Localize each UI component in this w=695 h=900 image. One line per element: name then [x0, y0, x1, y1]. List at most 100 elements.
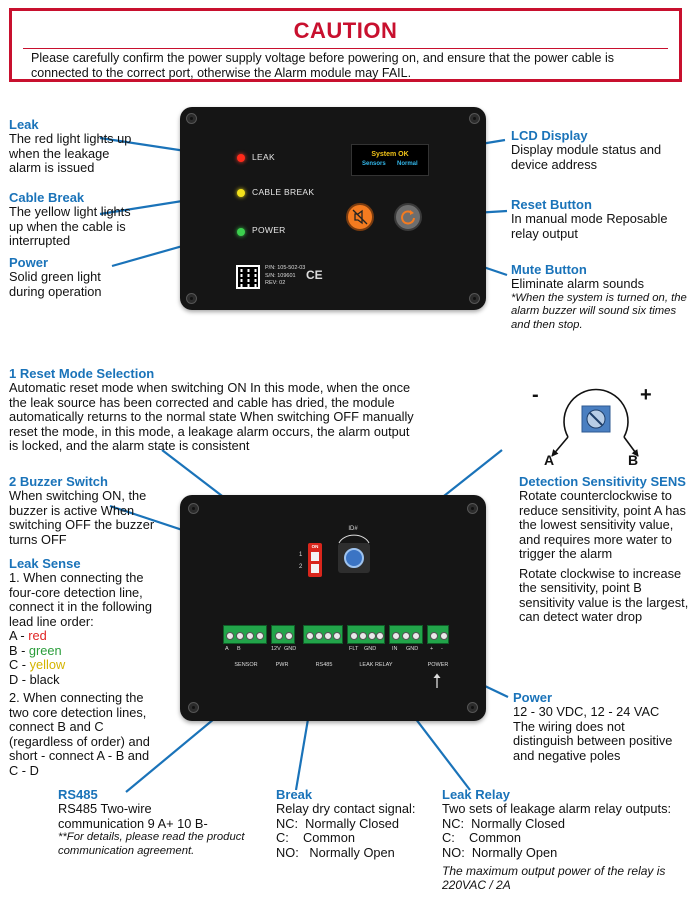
mute-text: Eliminate alarm sounds: [511, 276, 645, 291]
callout-sensitivity: Detection Sensitivity SENS Rotate counte…: [519, 474, 689, 625]
screw: [186, 113, 197, 124]
screw: [467, 702, 478, 713]
cable-break-led-label: CABLE BREAK: [252, 187, 315, 197]
group-label-leak-relay: LEAK RELAY: [359, 662, 393, 668]
power-led-title: Power: [9, 255, 49, 270]
callout-lcd: LCD Display Display module status and de…: [511, 128, 686, 172]
knob-plus: +: [640, 384, 652, 406]
mute-title: Mute Button: [511, 262, 587, 277]
terminal-power: [427, 625, 449, 644]
mute-button[interactable]: [346, 203, 374, 231]
power-led-text: Solid green light during operation: [9, 269, 102, 299]
terminal-screw[interactable]: [412, 632, 420, 640]
cable-break-led: [237, 189, 245, 197]
pin-label: FLT: [349, 646, 359, 652]
wire-a: A - red: [9, 628, 47, 643]
leak-relay-text: Two sets of leakage alarm relay outputs:: [442, 801, 672, 816]
group-label-power: POWER: [427, 662, 449, 668]
rs485-title: RS485: [58, 787, 98, 802]
terminal-screw[interactable]: [275, 632, 283, 640]
leak-sense-text2: 2. When connecting the two core detectio…: [9, 690, 150, 778]
arrow-b: [623, 436, 639, 457]
pin-label: +: [430, 646, 434, 652]
knob-a: A: [544, 452, 555, 468]
leak-led: [237, 154, 245, 162]
terminal-screw[interactable]: [226, 632, 234, 640]
serial-number: S/N: 109601: [265, 272, 296, 279]
terminal-screw[interactable]: [306, 632, 314, 640]
leak-relay-no: NO: Normally Open: [442, 844, 558, 860]
callout-rs485: RS485 RS485 Two-wire communication 9 A+ …: [58, 787, 258, 858]
terminal-screw[interactable]: [359, 632, 367, 640]
break-nc: NC: Normally Closed: [276, 815, 400, 831]
terminal-screw[interactable]: [246, 632, 254, 640]
callout-reset-mode: 1 Reset Mode Selection Automatic reset m…: [9, 366, 419, 454]
callout-cable-break: Cable Break The yellow light lights up w…: [9, 190, 139, 249]
reset-title: Reset Button: [511, 197, 592, 212]
id-label: ID#: [348, 526, 358, 532]
dip-switch[interactable]: ON: [308, 543, 322, 577]
lcd-text: Display module status and device address: [511, 142, 662, 172]
knob-minus: -: [532, 384, 539, 406]
terminal-screw[interactable]: [256, 632, 264, 640]
rs485-note: **For details, please read the product c…: [58, 831, 245, 857]
reset-mode-text: Automatic reset mode when switching ON I…: [9, 380, 414, 453]
back-panel: ON 1 2 ID#: [180, 495, 486, 721]
group-label-sensor: SENSOR: [234, 662, 258, 668]
screw: [469, 293, 480, 304]
dial-slot: [589, 412, 603, 426]
pin-label: -: [441, 646, 443, 652]
terminal-screw[interactable]: [430, 632, 438, 640]
callout-leak-sense: Leak Sense 1. When connecting the four-c…: [9, 556, 159, 778]
lcd-title: LCD Display: [511, 128, 588, 143]
terminal-screw[interactable]: [392, 632, 400, 640]
cable-break-text: The yellow light lights up when the cabl…: [9, 204, 131, 248]
caution-box: CAUTION Please carefully confirm the pow…: [9, 8, 682, 82]
terminal-screw[interactable]: [285, 632, 293, 640]
power-input-title: Power: [513, 690, 553, 705]
screw: [188, 503, 199, 514]
rs485-text: RS485 Two-wire communication 9 A+ 10 B-: [58, 801, 208, 831]
terminal-screw[interactable]: [440, 632, 448, 640]
terminal-screw[interactable]: [368, 632, 376, 640]
break-no: NO: Normally Open: [276, 844, 395, 860]
callout-mute: Mute Button Eliminate alarm sounds *When…: [511, 262, 691, 332]
leak-title: Leak: [9, 117, 39, 132]
lcd-normal: Normal: [397, 161, 418, 167]
buzzer-title: 2 Buzzer Switch: [9, 474, 108, 489]
terminal-block: [223, 625, 449, 644]
reset-text: In manual mode Reposable relay output: [511, 211, 668, 241]
terminal-pwr: [271, 625, 295, 644]
callout-reset: Reset Button In manual mode Reposable re…: [511, 197, 686, 241]
pin-label: IN: [392, 646, 398, 652]
group-label-rs485: RS485: [315, 662, 333, 668]
buzzer-text: When switching ON, the buzzer is active …: [9, 488, 155, 547]
ce-mark: CE: [306, 268, 323, 282]
terminal-screw[interactable]: [376, 632, 384, 640]
terminal-screw[interactable]: [315, 632, 323, 640]
sensitivity-text2: Rotate clockwise to increase the sensiti…: [519, 565, 689, 624]
wire-d: D - black: [9, 671, 60, 687]
id-dial[interactable]: [344, 548, 364, 568]
dip-toggle-1[interactable]: [311, 552, 319, 561]
terminal-rs485: [303, 625, 343, 644]
power-led-label: POWER: [252, 225, 286, 235]
sensitivity-text1: Rotate counterclockwise to reduce sensit…: [519, 488, 686, 561]
terminal-screw[interactable]: [350, 632, 358, 640]
terminal-leak-relay: [347, 625, 385, 644]
cable-break-title: Cable Break: [9, 190, 85, 205]
wire-b: B - green: [9, 642, 62, 658]
reset-button[interactable]: [394, 203, 422, 231]
leak-relay-c: C: Common: [442, 830, 521, 845]
terminal-screw[interactable]: [324, 632, 332, 640]
arrow-a: [551, 436, 569, 457]
revision: REV: 02: [265, 280, 286, 286]
callout-power-led: Power Solid green light during operation: [9, 255, 129, 299]
terminal-screw[interactable]: [236, 632, 244, 640]
screw: [469, 113, 480, 124]
caution-divider: [23, 48, 668, 49]
dip-toggle-2[interactable]: [311, 564, 319, 573]
terminal-screw[interactable]: [402, 632, 410, 640]
terminal-screw[interactable]: [333, 632, 341, 640]
pin-label: GND: [364, 646, 377, 652]
